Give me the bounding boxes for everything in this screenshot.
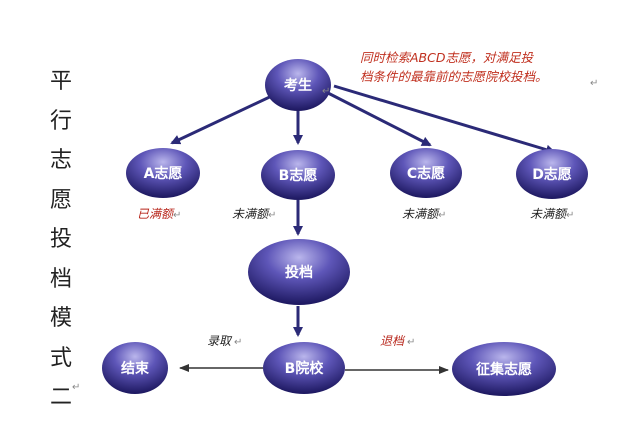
node-a-label: A志愿	[144, 165, 183, 182]
tag-a-full: 已满额	[137, 207, 175, 221]
tag-b-notfull: 未满额	[232, 207, 270, 221]
node-bschool: B院校	[263, 342, 345, 394]
node-jieshu-label: 结束	[121, 360, 150, 377]
paragraph-mark: ↵	[234, 337, 242, 348]
tag-luqu: 录取	[207, 334, 233, 348]
title-char: 式	[49, 345, 72, 371]
node-zhengji-label: 征集志愿	[476, 361, 532, 378]
paragraph-mark: ↵	[322, 86, 330, 97]
title-char: 档	[49, 266, 72, 292]
paragraph-mark: ↵	[72, 382, 80, 393]
paragraph-mark: ↵	[268, 210, 276, 221]
node-d: D志愿	[516, 149, 588, 199]
node-b: B志愿	[261, 150, 335, 200]
tag-c-notfull: 未满额	[402, 207, 440, 221]
paragraph-mark: ↵	[173, 210, 181, 221]
node-toudang-label: 投档	[285, 264, 313, 281]
annotation-note: 同时检索ABCD志愿，对满足投 档条件的最靠前的志愿院校投档。	[360, 48, 600, 86]
paragraph-mark: ↵	[566, 210, 574, 221]
node-bschool-label: B院校	[285, 360, 325, 377]
title-char: 愿	[49, 187, 72, 213]
title-char: 二	[49, 385, 72, 410]
node-c: C志愿	[390, 148, 462, 198]
arrow-to-a	[170, 92, 277, 145]
node-kaosheng: 考生	[265, 59, 331, 111]
note-line-2: 档条件的最靠前的志愿院校投档。	[360, 69, 548, 84]
title-char: 投	[49, 227, 72, 252]
tag-tuidang: 退档	[380, 334, 406, 348]
title-char: 行	[49, 108, 72, 134]
paragraph-mark: ↵	[590, 78, 598, 89]
node-kaosheng-label: 考生	[284, 77, 312, 94]
node-toudang: 投档	[248, 239, 350, 305]
node-b-label: B志愿	[279, 167, 318, 184]
node-zhengji: 征集志愿	[452, 342, 556, 396]
node-a: A志愿	[126, 148, 200, 198]
title-char: 志	[49, 148, 72, 173]
paragraph-mark: ↵	[407, 337, 415, 348]
paragraph-mark: ↵	[438, 210, 446, 221]
arrow-to-d	[333, 84, 556, 155]
node-d-label: D志愿	[532, 166, 572, 183]
note-line-1: 同时检索ABCD志愿，对满足投	[360, 50, 533, 65]
node-c-label: C志愿	[407, 165, 445, 182]
arrow-to-c	[327, 91, 432, 147]
title-char: 平	[49, 69, 72, 94]
title-char: 模	[49, 306, 72, 331]
node-jieshu: 结束	[102, 342, 168, 394]
tag-d-notfull: 未满额	[530, 207, 568, 221]
vertical-title: 平 行 志 愿 投 档 模 式 二	[46, 62, 76, 418]
